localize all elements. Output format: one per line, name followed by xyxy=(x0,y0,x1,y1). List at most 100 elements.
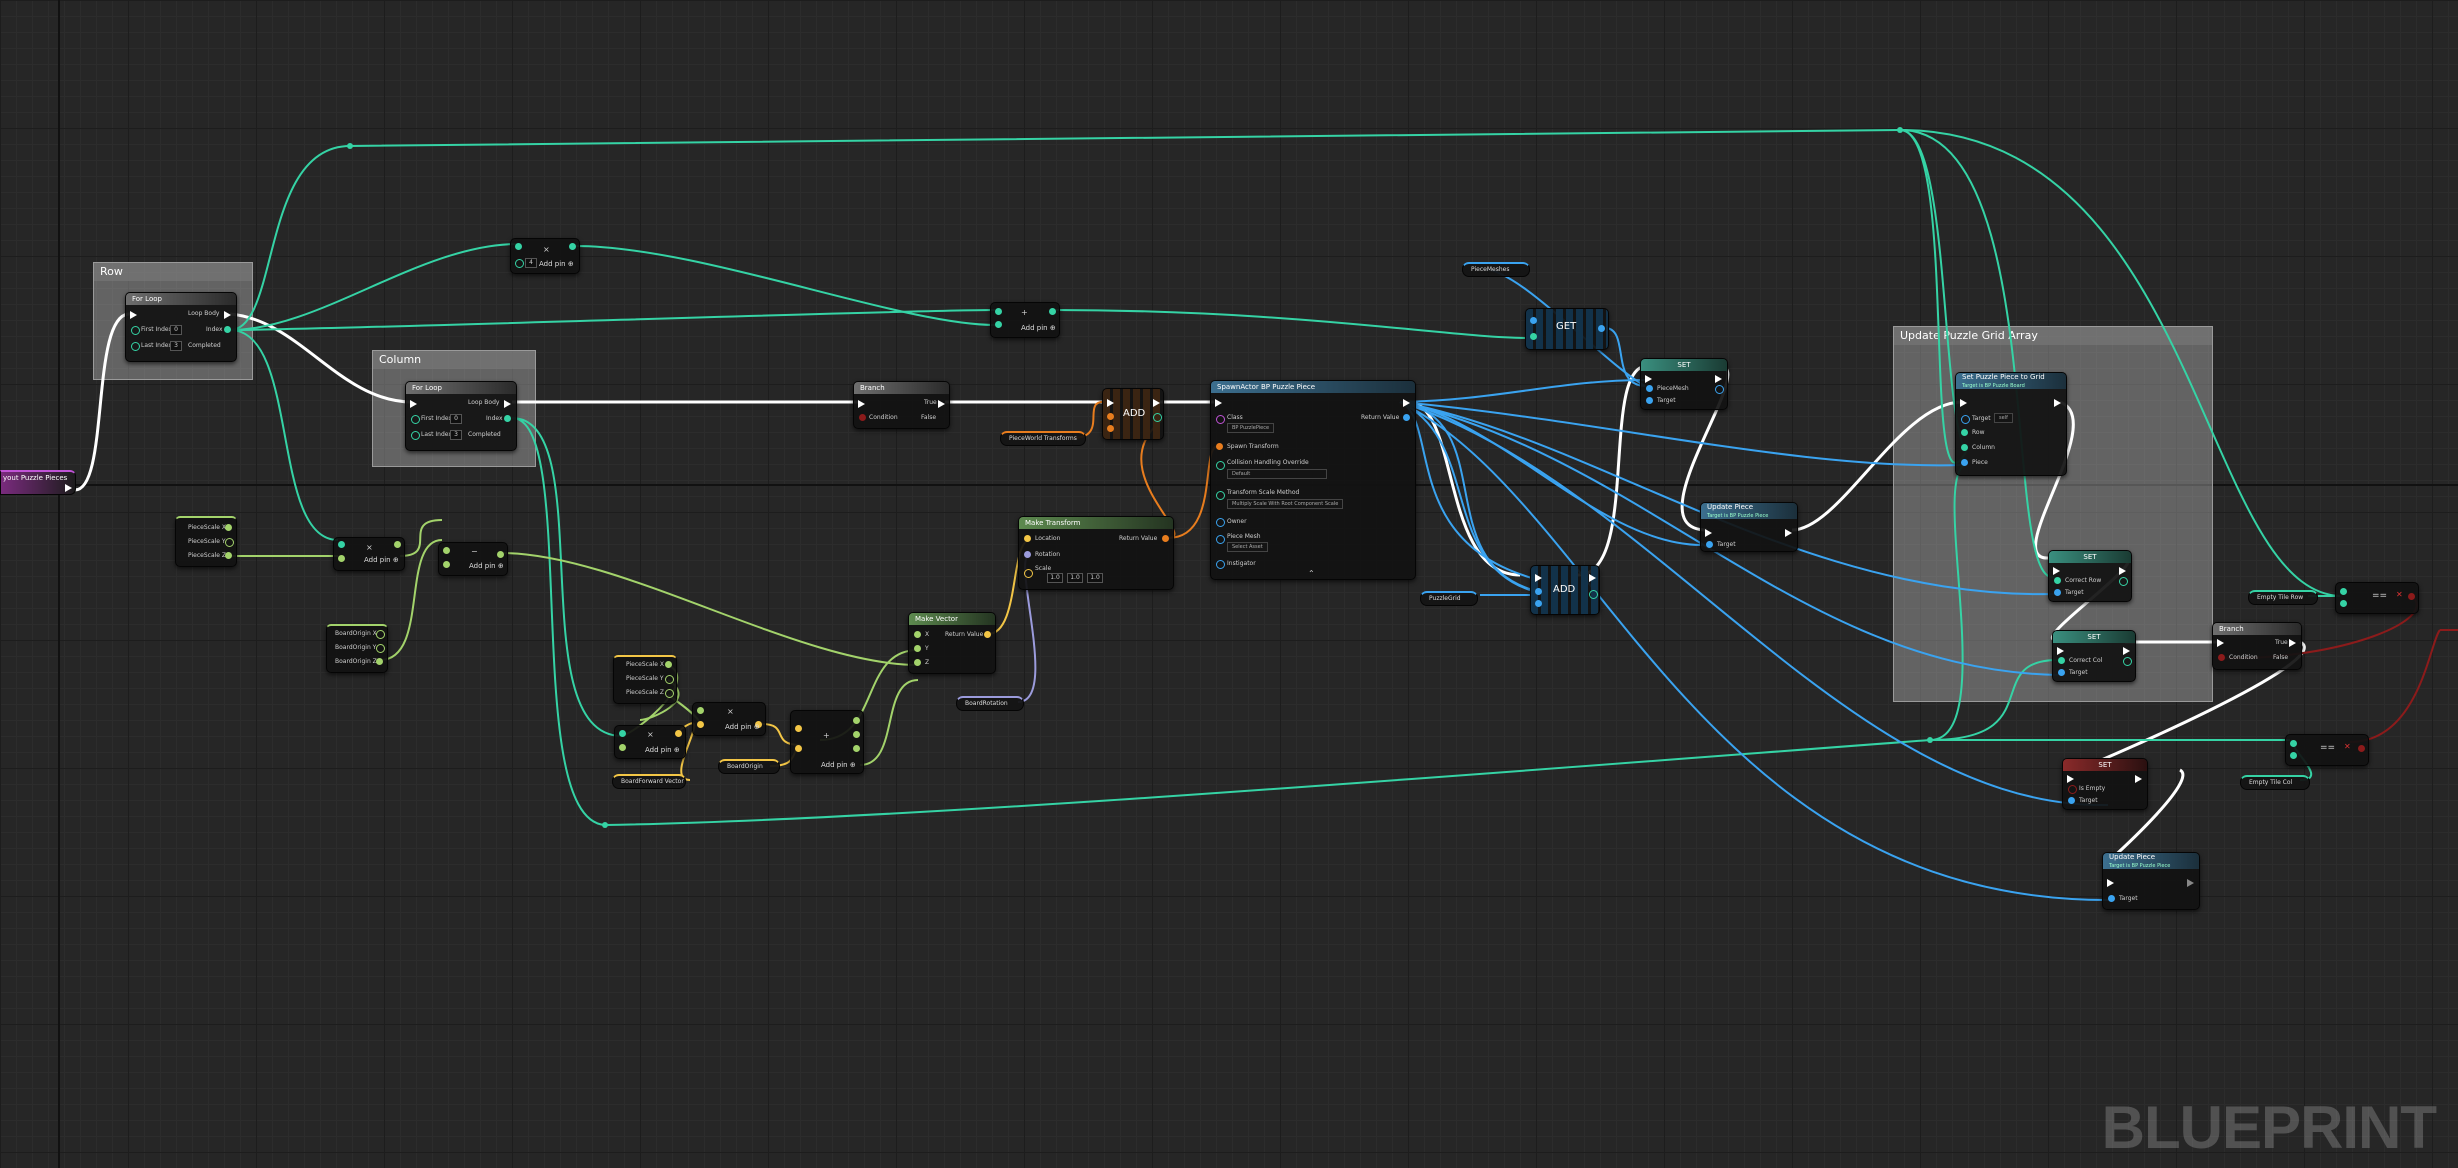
var-pin[interactable] xyxy=(665,661,672,668)
column-pin[interactable] xyxy=(1961,444,1968,451)
add-pin-button[interactable]: Add pin ⊕ xyxy=(364,556,399,564)
var-pin[interactable] xyxy=(376,644,385,653)
exec-in-pin[interactable] xyxy=(2217,639,2224,647)
piece-meshes-var[interactable]: PieceMeshes xyxy=(1462,262,1530,277)
exec-out-pin[interactable] xyxy=(1403,399,1410,407)
input-b-pin[interactable] xyxy=(443,561,450,568)
row-pin[interactable] xyxy=(1961,429,1968,436)
set-correct-col-node[interactable]: SET Correct Col Target xyxy=(2052,630,2136,682)
add-pin-button[interactable]: Add pin ⊕ xyxy=(1021,324,1056,332)
index-pin[interactable] xyxy=(504,415,511,422)
class-pin[interactable] xyxy=(1216,415,1225,424)
index-out-pin[interactable] xyxy=(1153,413,1162,422)
target-pin[interactable] xyxy=(2068,797,2075,804)
output-pin[interactable] xyxy=(497,551,504,558)
spawn-transform-pin[interactable] xyxy=(1216,443,1223,450)
event-exec-pin[interactable] xyxy=(65,484,72,492)
correct-col-out-pin[interactable] xyxy=(2123,657,2132,666)
exec-in-pin[interactable] xyxy=(1960,399,1967,407)
equal-int-node-2[interactable]: == ✕ xyxy=(2285,734,2369,766)
exec-in-pin[interactable] xyxy=(1107,399,1114,407)
target-self-value[interactable]: self xyxy=(1994,413,2013,423)
item-pin[interactable] xyxy=(1107,425,1114,432)
exec-in-pin[interactable] xyxy=(2067,775,2074,783)
add-pin-button[interactable]: Add pin ⊕ xyxy=(539,260,574,268)
input-a-pin[interactable] xyxy=(619,730,626,737)
output-pin[interactable] xyxy=(569,243,576,250)
collision-pin[interactable] xyxy=(1216,461,1225,470)
target-pin[interactable] xyxy=(2054,589,2061,596)
first-index-input[interactable]: 0 xyxy=(450,414,462,424)
true-pin[interactable] xyxy=(2289,639,2296,647)
var-pin[interactable] xyxy=(376,630,385,639)
exec-out-pin[interactable] xyxy=(2123,647,2130,655)
update-piece-node-2[interactable]: Update Piece Target is BP Puzzle Piece T… xyxy=(2102,852,2200,910)
completed-pin[interactable] xyxy=(224,342,231,350)
first-index-pin[interactable] xyxy=(411,415,420,424)
var-pin[interactable] xyxy=(665,675,674,684)
last-index-pin[interactable] xyxy=(131,342,140,351)
exec-out-pin[interactable] xyxy=(1153,399,1160,407)
class-dropdown[interactable]: BP PuzzlePiece xyxy=(1227,423,1275,433)
board-origin-vars[interactable]: BoardOrigin X BoardOrigin Y BoardOrigin … xyxy=(326,624,388,673)
board-rotation-var[interactable]: BoardRotation xyxy=(956,696,1024,711)
array-pin[interactable] xyxy=(1107,413,1114,420)
target-pin[interactable] xyxy=(1706,541,1713,548)
input-a-pin[interactable] xyxy=(2290,740,2297,747)
var-pin[interactable] xyxy=(225,552,232,559)
output-pin[interactable] xyxy=(1049,308,1056,315)
output-pin[interactable] xyxy=(755,721,762,728)
array-get-node[interactable]: GET xyxy=(1525,308,1609,350)
scale-method-pin[interactable] xyxy=(1216,491,1225,500)
loop-body-pin[interactable] xyxy=(504,400,511,408)
input-b-pin[interactable] xyxy=(619,744,626,751)
set-is-empty-node[interactable]: SET Is Empty Target xyxy=(2062,758,2148,810)
target-pin[interactable] xyxy=(2058,669,2065,676)
array-pin[interactable] xyxy=(1530,317,1537,324)
piece-mesh-asset-picker[interactable]: Select Asset xyxy=(1227,542,1268,552)
last-index-input[interactable]: 3 xyxy=(170,341,182,351)
multiply-lower-mid-node[interactable]: × Add pin ⊕ xyxy=(692,702,766,736)
exec-in-pin[interactable] xyxy=(858,400,865,408)
return-value-pin[interactable] xyxy=(984,631,991,638)
exec-out-pin[interactable] xyxy=(1589,574,1596,582)
remove-icon[interactable]: ✕ xyxy=(2396,590,2403,599)
input-a-pin[interactable] xyxy=(515,243,522,250)
remove-icon[interactable]: ✕ xyxy=(2344,742,2351,751)
rotation-pin[interactable] xyxy=(1024,551,1031,558)
set-puzzle-piece-to-grid-node[interactable]: Set Puzzle Piece to Grid Target is BP Pu… xyxy=(1955,372,2067,476)
y-out-pin[interactable] xyxy=(853,731,860,738)
equal-int-node-1[interactable]: == ✕ xyxy=(2335,582,2419,614)
loop-body-pin[interactable] xyxy=(224,311,231,319)
empty-tile-col-var[interactable]: Empty Tile Col xyxy=(2240,775,2310,790)
piece-mesh-pin[interactable] xyxy=(1216,535,1225,544)
location-pin[interactable] xyxy=(1024,535,1031,542)
piece-scale-vars[interactable]: PieceScale X PieceScale Y PieceScale Z xyxy=(175,516,237,567)
piece-scale-vars-2[interactable]: PieceScale X PieceScale Y PieceScale Z xyxy=(613,655,677,704)
return-value-pin[interactable] xyxy=(1403,414,1410,421)
input-a-pin[interactable] xyxy=(795,725,802,732)
last-index-input[interactable]: 3 xyxy=(450,430,462,440)
scale-z-input[interactable]: 1.0 xyxy=(1087,573,1103,583)
scale-pin[interactable] xyxy=(1024,569,1033,578)
scale-y-input[interactable]: 1.0 xyxy=(1067,573,1083,583)
condition-pin[interactable] xyxy=(859,414,866,421)
multiply-lower-node[interactable]: × Add pin ⊕ xyxy=(614,725,686,759)
input-b-pin[interactable] xyxy=(515,259,524,268)
exec-out-pin[interactable] xyxy=(1785,529,1792,537)
return-value-pin[interactable] xyxy=(1162,535,1169,542)
exec-in-pin[interactable] xyxy=(2057,647,2064,655)
spawn-actor-node[interactable]: SpawnActor BP Puzzle Piece Class BP Puzz… xyxy=(1210,380,1416,580)
input-a-pin[interactable] xyxy=(443,547,450,554)
exec-out-pin[interactable] xyxy=(2187,879,2194,887)
piece-mesh-out-pin[interactable] xyxy=(1715,385,1724,394)
exec-in-pin[interactable] xyxy=(2107,879,2114,887)
branch-node[interactable]: Branch True Condition False xyxy=(853,381,950,429)
true-pin[interactable] xyxy=(938,400,945,408)
input-b-pin[interactable] xyxy=(697,721,704,728)
empty-tile-row-var[interactable]: Empty Tile Row xyxy=(2248,590,2318,605)
add-int-node[interactable]: + Add pin ⊕ xyxy=(990,302,1060,338)
for-loop-column-node[interactable]: For Loop Loop Body First Index 0 Index L… xyxy=(405,381,517,451)
set-piece-mesh-node[interactable]: SET PieceMesh Target xyxy=(1640,358,1728,410)
target-pin[interactable] xyxy=(1961,415,1970,424)
